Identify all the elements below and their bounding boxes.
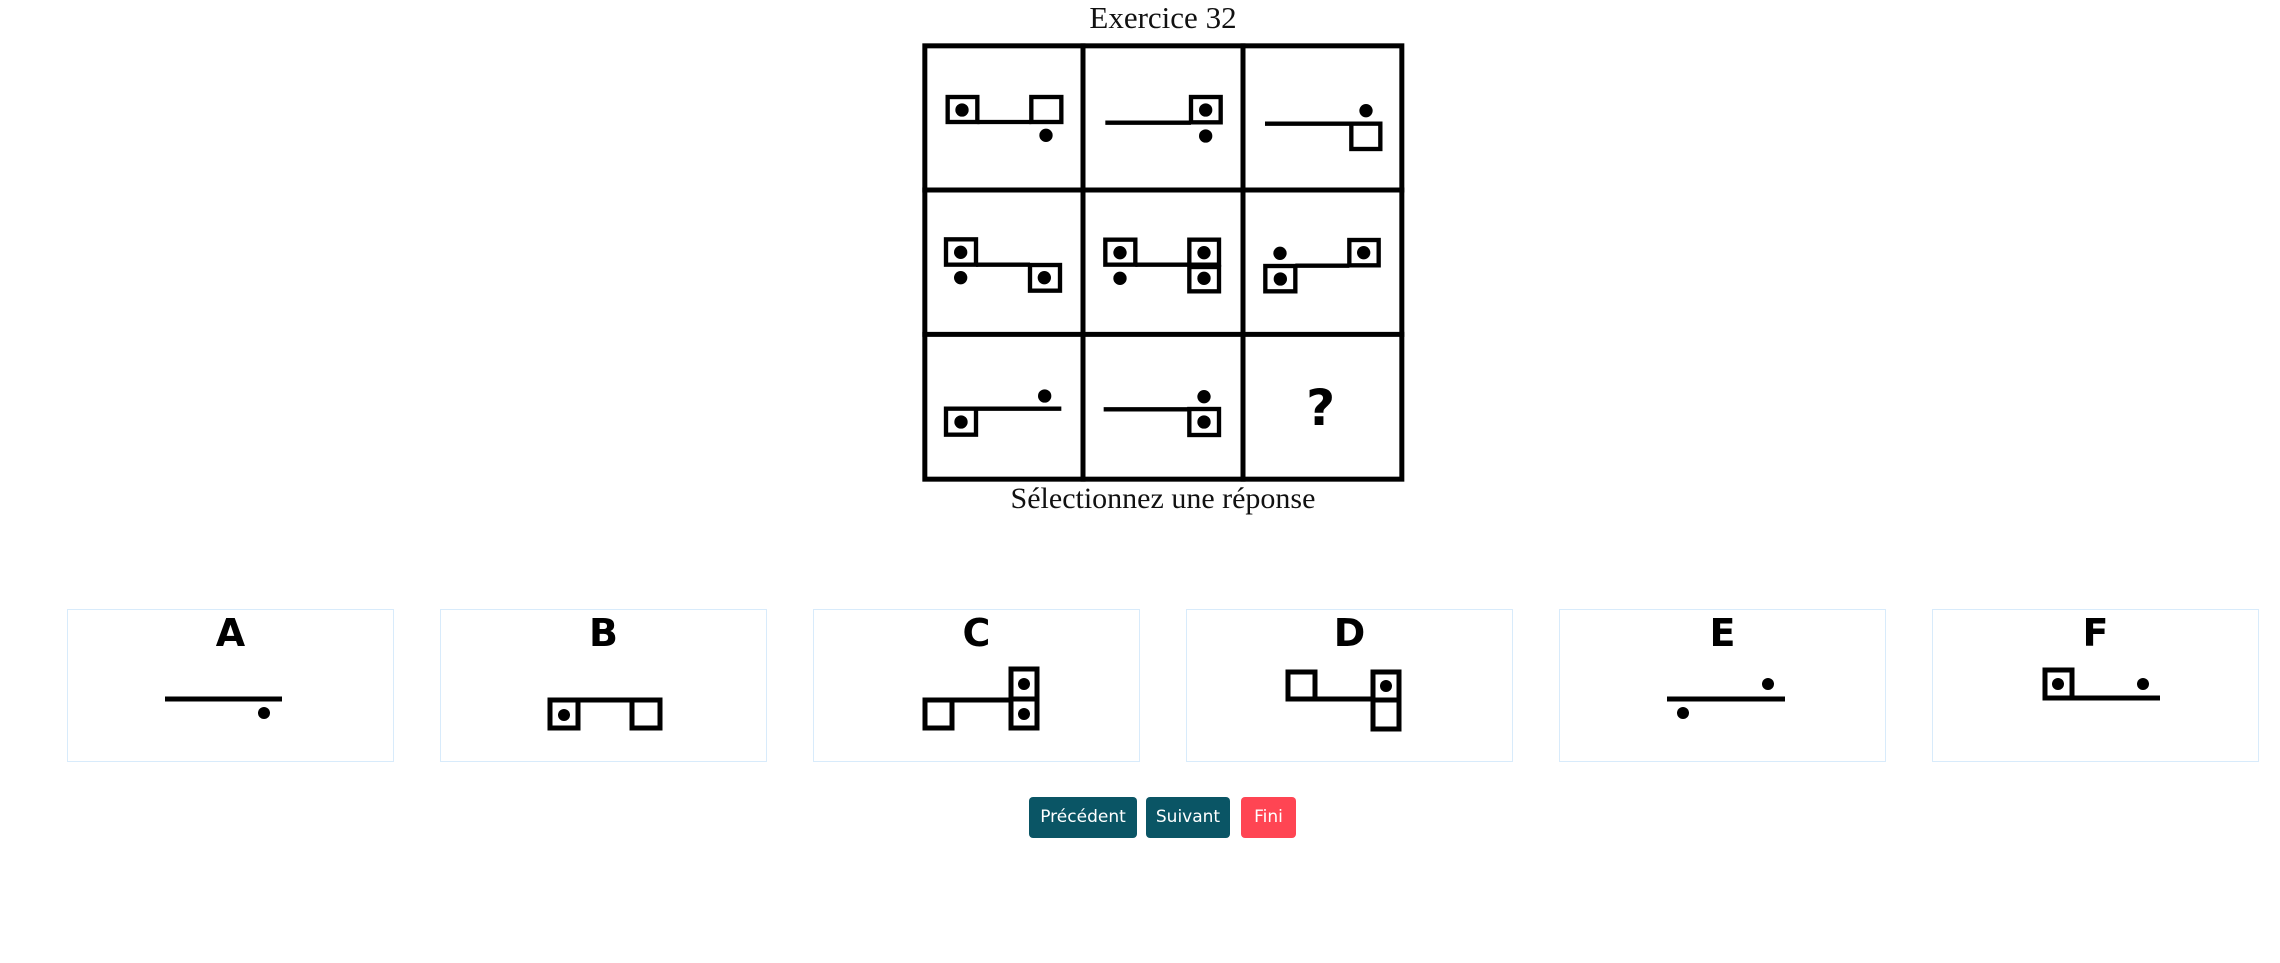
- option-c[interactable]: C: [813, 609, 1140, 762]
- option-d-figure: [1285, 669, 1402, 732]
- cell-3-1-figure: [943, 406, 1062, 437]
- option-f[interactable]: F: [1932, 609, 2259, 762]
- previous-button[interactable]: Précédent: [1029, 797, 1137, 838]
- option-a[interactable]: A: [67, 609, 394, 762]
- option-c-figure: [922, 666, 1040, 731]
- option-label: D: [1333, 611, 1366, 655]
- option-label: C: [962, 611, 991, 655]
- cell-3-2-figure: [1103, 406, 1222, 438]
- option-f-figure: [2042, 667, 2160, 701]
- option-label: F: [2082, 611, 2109, 655]
- puzzle-matrix: ?: [922, 43, 1405, 482]
- option-b[interactable]: B: [440, 609, 767, 762]
- cell-1-1-figure: [945, 94, 1064, 125]
- option-label: B: [589, 611, 618, 655]
- cell-2-3-figure: [1263, 237, 1381, 294]
- next-button[interactable]: Suivant: [1146, 797, 1230, 838]
- cell-2-1-figure: [943, 237, 1063, 293]
- exercise-title: Exercice 32: [1089, 0, 1237, 35]
- option-d[interactable]: D: [1186, 609, 1513, 762]
- missing-cell-question-mark: ?: [1306, 379, 1335, 437]
- option-b-figure: [547, 697, 663, 731]
- select-answer-prompt: Sélectionnez une réponse: [1010, 482, 1316, 515]
- option-e[interactable]: E: [1559, 609, 1886, 762]
- matrix-border: [922, 43, 1405, 482]
- finish-button[interactable]: Fini: [1241, 797, 1296, 838]
- option-label: A: [215, 611, 246, 655]
- option-e-figure: [1667, 678, 1785, 719]
- cell-1-2-figure: [1105, 94, 1223, 125]
- option-label: E: [1709, 611, 1736, 655]
- cell-2-2-figure: [1103, 237, 1222, 294]
- cell-1-3-figure: [1265, 121, 1383, 152]
- option-a-figure: [165, 696, 282, 719]
